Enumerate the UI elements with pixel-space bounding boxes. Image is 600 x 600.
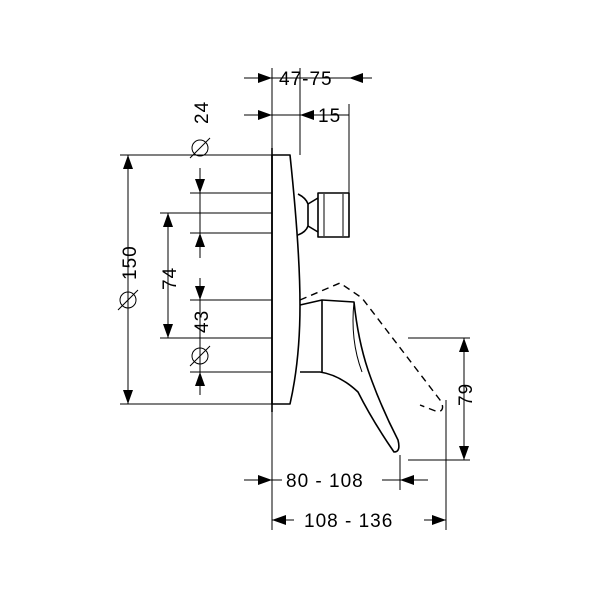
dim-label-wall-offset: 47-75 bbox=[279, 69, 333, 90]
arrowhead bbox=[123, 390, 133, 404]
dim-label-height-79: 79 bbox=[456, 383, 477, 406]
lever-raised-position bbox=[299, 282, 444, 413]
dim-label-diameter-150: 150 bbox=[120, 245, 141, 280]
mixer-lever bbox=[299, 282, 444, 453]
arrowhead bbox=[300, 110, 314, 120]
label-backdrop bbox=[282, 466, 382, 490]
dimension-spout-projection: 80 - 108 bbox=[244, 466, 428, 492]
arrowhead bbox=[195, 286, 205, 300]
diverter-knob bbox=[297, 192, 350, 238]
plate-outline bbox=[271, 154, 301, 405]
label-backdrop bbox=[294, 506, 424, 530]
arrowhead bbox=[258, 110, 272, 120]
dim-label-total-projection: 108 - 136 bbox=[304, 511, 393, 532]
dimension-knob-length: 15 bbox=[244, 106, 349, 127]
dim-label-knob-length: 15 bbox=[318, 106, 341, 127]
arrowhead bbox=[258, 73, 272, 83]
arrowhead bbox=[400, 475, 414, 485]
dim-label-spacing-74: 74 bbox=[160, 267, 181, 290]
arrowhead bbox=[349, 73, 363, 83]
arrowhead bbox=[459, 338, 469, 352]
arrowhead bbox=[163, 213, 173, 227]
knob-body bbox=[317, 192, 350, 238]
arrowhead bbox=[123, 155, 133, 169]
dimension-diameter-150: 150 bbox=[117, 155, 141, 404]
spout-outline bbox=[299, 299, 400, 453]
arrowhead bbox=[258, 475, 272, 485]
dimension-spacing-74: 74 bbox=[160, 213, 181, 338]
arrowhead bbox=[272, 515, 286, 525]
dimension-diameter-24: 24 bbox=[189, 101, 213, 258]
dim-label-diameter-43: 43 bbox=[192, 310, 213, 333]
dimension-diameter-43: 43 bbox=[189, 278, 213, 395]
arrowhead bbox=[432, 515, 446, 525]
dim-label-diameter-24: 24 bbox=[192, 101, 213, 124]
arrowhead bbox=[195, 233, 205, 247]
diameter-symbol-icon bbox=[117, 289, 139, 311]
extension-lines bbox=[120, 68, 470, 530]
dimension-wall-offset: 47-75 bbox=[244, 69, 372, 90]
dim-label-spout-projection: 80 - 108 bbox=[286, 471, 364, 492]
arrowhead bbox=[195, 179, 205, 193]
knob-collar bbox=[297, 193, 309, 236]
arrowhead bbox=[163, 324, 173, 338]
escutcheon-plate bbox=[271, 148, 301, 412]
spout-inner-line bbox=[352, 301, 363, 373]
dimension-total-projection: 108 - 136 bbox=[272, 506, 446, 532]
knob-neck-top bbox=[307, 197, 319, 205]
arrowhead bbox=[459, 446, 469, 460]
diameter-symbol-icon bbox=[189, 137, 211, 159]
diameter-symbol-icon bbox=[189, 345, 211, 367]
knob-neck-bottom bbox=[307, 225, 319, 233]
arrowhead bbox=[195, 372, 205, 386]
dimension-height-79: 79 bbox=[456, 338, 477, 460]
